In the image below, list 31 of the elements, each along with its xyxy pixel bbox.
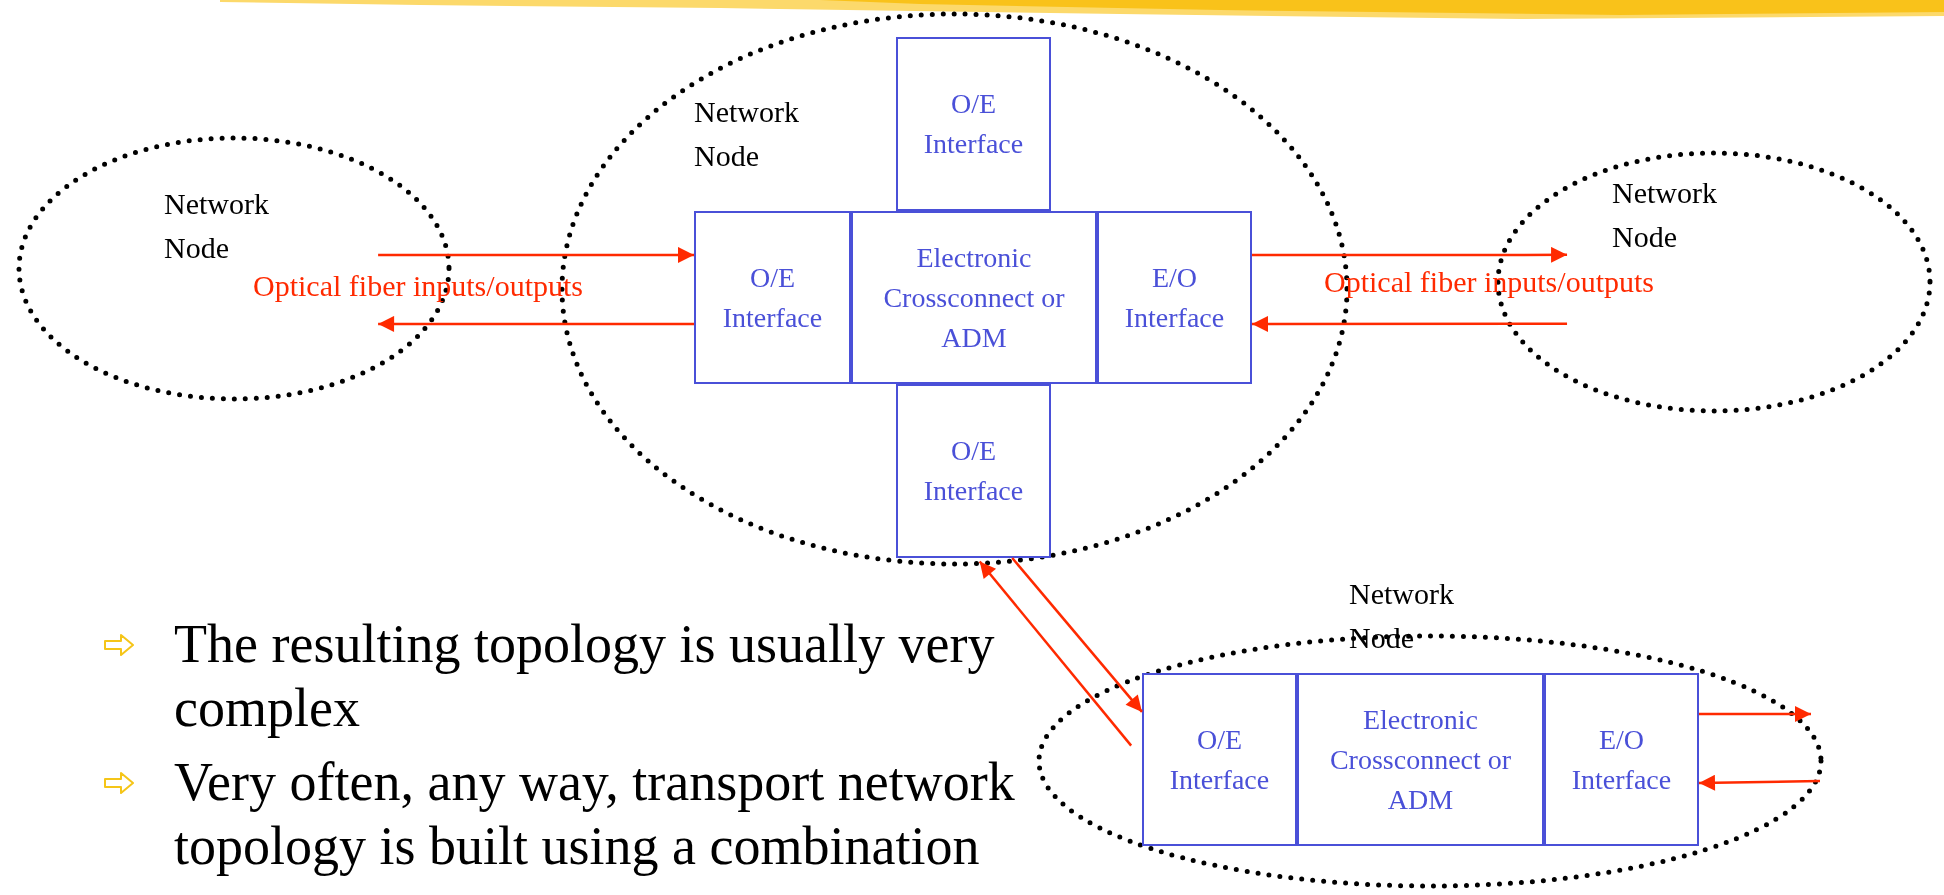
arrow <box>1011 557 1143 713</box>
bullet-text: Very often, any way, transport network topology is built using a combination <box>174 751 1016 878</box>
arrow <box>978 560 1133 747</box>
interface-box <box>1297 673 1544 846</box>
interface-box <box>1544 673 1699 846</box>
box-label: E/O Interface <box>1570 722 1673 797</box>
interface-box <box>1097 211 1252 384</box>
arrow <box>378 246 694 263</box>
node-label: Network Node <box>694 94 800 174</box>
interface-box <box>896 384 1051 558</box>
box-label: O/E Interface <box>1168 722 1271 797</box>
arrow <box>378 315 694 332</box>
box-label: O/E Interface <box>922 434 1025 508</box>
node-label: Network Node <box>164 186 270 266</box>
bullet-text: The resulting topology is usually very complex <box>174 613 996 740</box>
box-label: O/E Interface <box>922 87 1025 161</box>
arrow <box>1252 315 1568 332</box>
arrow <box>1699 706 1811 722</box>
fiber-caption: Optical fiber inputs/outputs <box>252 268 584 304</box>
arrow <box>1252 246 1568 263</box>
fiber-caption: Optical fiber inputs/outputs <box>1323 264 1655 300</box>
box-label: O/E Interface <box>721 260 824 335</box>
arrow <box>1698 774 1821 791</box>
box-label: E/O Interface <box>1123 260 1226 335</box>
interface-box <box>694 211 851 384</box>
interface-box <box>851 211 1097 384</box>
interface-box <box>1142 673 1297 846</box>
box-label: Electronic Crossconnect or ADM <box>1328 702 1513 817</box>
box-label: Electronic Crossconnect or ADM <box>882 240 1066 355</box>
node-label: Network Node <box>1612 175 1718 255</box>
interface-box <box>896 37 1051 211</box>
